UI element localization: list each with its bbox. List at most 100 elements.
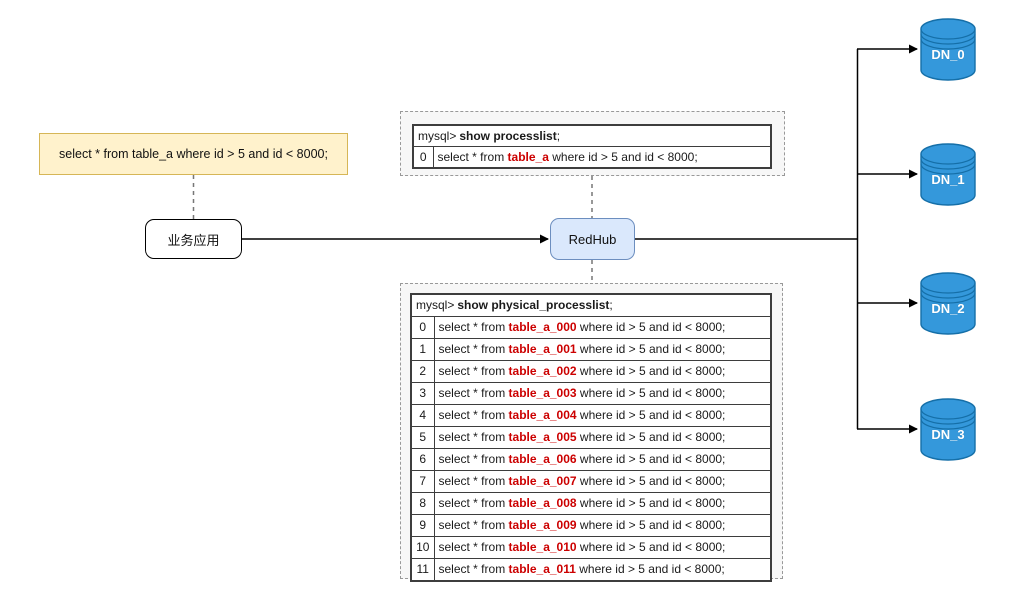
row-id: 6 (410, 448, 435, 471)
row-id: 9 (410, 514, 435, 537)
query-table-name: table_a_001 (508, 342, 577, 356)
processlist-row: 0 select * from table_a where id > 5 and… (412, 146, 772, 169)
query-table-name: table_a_009 (508, 518, 577, 532)
query-suffix: where id > 5 and id < 8000; (576, 364, 726, 378)
processlist-row: 7 select * from table_a_007 where id > 5… (410, 470, 772, 493)
processlist-rows: 0 select * from table_a_000 where id > 5… (410, 316, 772, 582)
row-id: 3 (410, 382, 435, 405)
row-id: 8 (410, 492, 435, 515)
row-id: 5 (410, 426, 435, 449)
query-prefix: select * from (438, 474, 509, 488)
database-icon (920, 143, 976, 206)
query-prefix: select * from (438, 386, 509, 400)
processlist-row: 0 select * from table_a_000 where id > 5… (410, 316, 772, 339)
processlist-row: 9 select * from table_a_009 where id > 5… (410, 514, 772, 537)
query-suffix: where id > 5 and id < 8000; (576, 386, 726, 400)
query-table-name: table_a_008 (508, 496, 577, 510)
processlist-row: 3 select * from table_a_003 where id > 5… (410, 382, 772, 405)
row-id: 10 (410, 536, 435, 559)
row-id: 4 (410, 404, 435, 427)
query-table-name: table_a_000 (508, 320, 577, 334)
data-node-label: DN_1 (931, 172, 965, 187)
processlist-row: 11 select * from table_a_011 where id > … (410, 558, 772, 582)
data-node[interactable]: DN_1 (920, 143, 976, 206)
query-suffix: where id > 5 and id < 8000; (576, 408, 726, 422)
row-id: 0 (410, 316, 435, 339)
processlist-row: 4 select * from table_a_004 where id > 5… (410, 404, 772, 427)
data-node-label: DN_0 (931, 47, 965, 62)
sql-note[interactable]: select * from table_a where id > 5 and i… (39, 133, 348, 175)
query-table-name: table_a_007 (508, 474, 577, 488)
logical-processlist-table: mysql>show processlist; 0 select * from … (412, 124, 772, 169)
processlist-row: 8 select * from table_a_008 where id > 5… (410, 492, 772, 515)
query-suffix: where id > 5 and id < 8000; (576, 540, 726, 554)
row-query: select * from table_a_005 where id > 5 a… (433, 426, 772, 449)
processlist-row: 6 select * from table_a_006 where id > 5… (410, 448, 772, 471)
query-table-name: table_a_010 (508, 540, 577, 554)
row-query: select * from table_a_007 where id > 5 a… (433, 470, 772, 493)
query-prefix: select * from (438, 430, 509, 444)
query-prefix: select * from (438, 364, 509, 378)
query-table-name: table_a_004 (508, 408, 577, 422)
processlist-row: 5 select * from table_a_005 where id > 5… (410, 426, 772, 449)
database-icon (920, 398, 976, 461)
row-query: select * from table_a_003 where id > 5 a… (433, 382, 772, 405)
app-node-label: 业务应用 (167, 232, 220, 248)
row-id: 7 (410, 470, 435, 493)
query-suffix: where id > 5 and id < 8000; (576, 518, 726, 532)
processlist-header: mysql>show processlist; (412, 124, 772, 147)
query-prefix: select * from (438, 496, 509, 510)
query-table-name: table_a_011 (508, 562, 576, 576)
mysql-prompt: mysql> (416, 298, 455, 312)
row-query: select * from table_a_011 where id > 5 a… (433, 558, 772, 582)
mysql-command: show processlist (459, 129, 557, 143)
row-id: 0 (412, 146, 434, 169)
processlist-header: mysql>show physical_processlist; (410, 293, 772, 317)
query-prefix: select * from (438, 408, 509, 422)
query-suffix: where id > 5 and id < 8000; (576, 496, 726, 510)
row-query: select * from table_a_010 where id > 5 a… (433, 536, 772, 559)
query-table-name: table_a_005 (508, 430, 577, 444)
logical-processlist-panel[interactable]: mysql>show processlist; 0 select * from … (400, 111, 785, 176)
query-prefix: select * from (438, 540, 509, 554)
data-node-label: DN_3 (931, 427, 965, 442)
mysql-prompt: mysql> (418, 129, 457, 143)
query-prefix: select * from (438, 342, 509, 356)
app-node[interactable]: 业务应用 (145, 219, 242, 259)
row-id: 11 (410, 558, 435, 582)
query-prefix: select * from (438, 452, 509, 466)
command-suffix: ; (556, 129, 561, 143)
processlist-row: 2 select * from table_a_002 where id > 5… (410, 360, 772, 383)
query-suffix: where id > 5 and id < 8000; (576, 430, 726, 444)
query-table-name: table_a_003 (508, 386, 577, 400)
row-id: 2 (410, 360, 435, 383)
query-suffix: where id > 5 and id < 8000; (576, 320, 726, 334)
row-query: select * from table_a_009 where id > 5 a… (433, 514, 772, 537)
data-node[interactable]: DN_2 (920, 272, 976, 335)
query-suffix: where id > 5 and id < 8000; (576, 342, 726, 356)
physical-processlist-panel[interactable]: mysql>show physical_processlist; 0 selec… (400, 283, 783, 582)
data-node[interactable]: DN_0 (920, 18, 976, 81)
query-suffix: where id > 5 and id < 8000; (576, 474, 726, 488)
query-prefix: select * from (438, 320, 509, 334)
query-table-name: table_a_002 (508, 364, 577, 378)
data-node[interactable]: DN_3 (920, 398, 976, 461)
database-icon (920, 18, 976, 81)
hub-node[interactable]: RedHub (550, 218, 635, 260)
processlist-rows: 0 select * from table_a where id > 5 and… (412, 146, 772, 169)
processlist-row: 1 select * from table_a_001 where id > 5… (410, 338, 772, 361)
query-suffix: where id > 5 and id < 8000; (576, 452, 726, 466)
row-query: select * from table_a_004 where id > 5 a… (433, 404, 772, 427)
row-query: select * from table_a_001 where id > 5 a… (433, 338, 772, 361)
data-node-label: DN_2 (931, 301, 965, 316)
row-query: select * from table_a_008 where id > 5 a… (433, 492, 772, 515)
command-suffix: ; (609, 298, 613, 312)
row-query: select * from table_a_006 where id > 5 a… (433, 448, 772, 471)
query-suffix: where id > 5 and id < 8000; (575, 562, 725, 576)
database-icon (920, 272, 976, 335)
mysql-command: show physical_processlist (457, 298, 610, 312)
row-query: select * from table_a_002 where id > 5 a… (433, 360, 772, 383)
physical-processlist-table: mysql>show physical_processlist; 0 selec… (410, 293, 772, 582)
